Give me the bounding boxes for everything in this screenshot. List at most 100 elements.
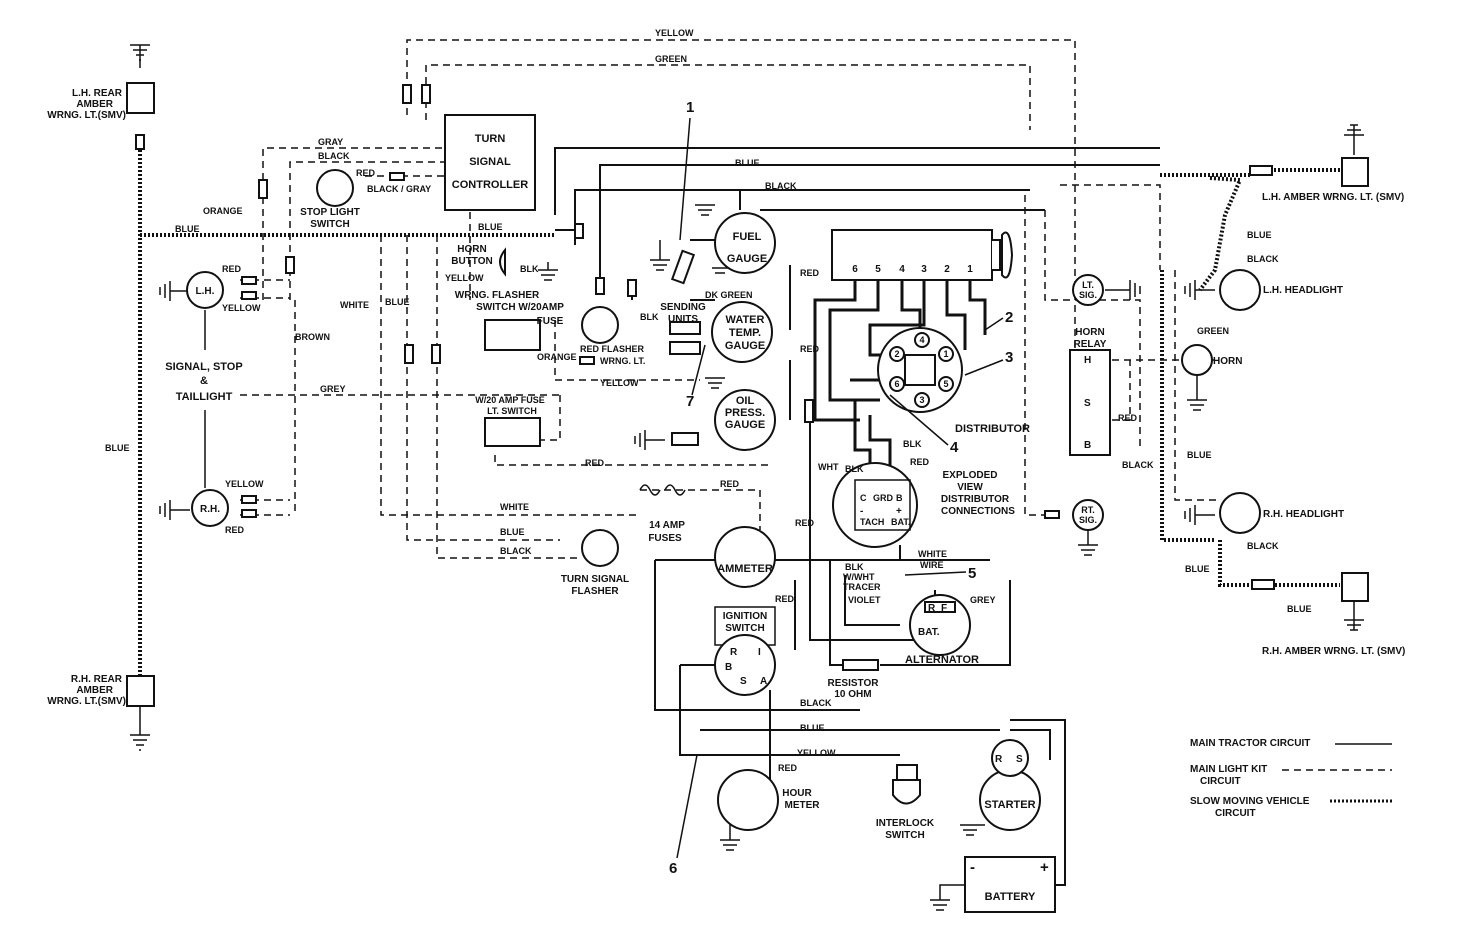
fuel-gauge <box>714 212 776 274</box>
lh-taillight-label: L.H. <box>196 286 215 297</box>
tsf-label-1: TURN SIGNAL <box>561 574 629 585</box>
dist-terminal-label-4: 4 <box>919 335 924 345</box>
oil-press-label-1: OIL <box>736 395 755 407</box>
water-temp-label-3: GAUGE <box>725 340 765 352</box>
rt-sig-label-2: SIG. <box>1079 515 1097 525</box>
flasher-switch-label-3: FUSE <box>537 316 564 327</box>
wire-label-blue-rt3: BLUE <box>1185 564 1210 574</box>
wire-label-black: BLACK <box>318 151 350 161</box>
exploded-label-3: DISTRIBUTOR <box>941 494 1010 505</box>
tach-b: B <box>896 493 903 503</box>
wrng-flasher-switch <box>484 319 541 351</box>
exploded-label-4: CONNECTIONS <box>941 506 1015 517</box>
wire-label-blue-2: BLUE <box>500 527 525 537</box>
callout-line <box>679 117 691 241</box>
interlock-switch-top <box>896 764 918 781</box>
tach-plus: + <box>896 506 902 517</box>
turn-signal-controller <box>444 114 536 211</box>
ground-icon <box>1344 600 1364 631</box>
rh-rear-amber-label-2: AMBER <box>76 685 113 696</box>
ignition-switch <box>714 634 776 696</box>
wire-label-dk-green: DK GREEN <box>705 290 753 300</box>
wire-label-gray: GRAY <box>318 137 343 147</box>
rh-taillight <box>191 489 229 527</box>
ground-icon <box>1105 280 1141 300</box>
wire-label-brown: BROWN <box>295 332 330 342</box>
callout-line <box>691 344 706 396</box>
ignition-terminal-i: I <box>758 647 761 658</box>
resistor-icon <box>241 291 257 300</box>
horn-relay-terminal-b: B <box>1084 440 1091 451</box>
lh-rear-amber-label-2: AMBER <box>76 99 113 110</box>
horn-relay-terminal-s: S <box>1084 398 1091 409</box>
dist-terminal-label-5: 5 <box>943 379 948 389</box>
interlock-label-1: INTERLOCK <box>876 818 935 829</box>
wire-label-red-amm: RED <box>795 518 815 528</box>
resistor-icon <box>627 279 637 297</box>
fuel-gauge-label-2: GAUGE <box>727 253 767 265</box>
wire-label-red-bottom: RED <box>585 458 605 468</box>
flasher-switch-label-2: SWITCH W/20AMP <box>476 302 564 313</box>
alternator-terminal-block <box>924 601 956 613</box>
sending-unit-fuel <box>670 249 696 285</box>
oil-press-label-2: PRESS. <box>725 407 765 419</box>
tsc-label-3: CONTROLLER <box>452 179 528 191</box>
dist-terminal-2 <box>889 346 905 362</box>
dist-terminal-5 <box>938 376 954 392</box>
horn-button-label-2: BUTTON <box>451 256 492 267</box>
ignition-terminal-b: B <box>725 662 732 673</box>
wire-label-orange: ORANGE <box>203 206 243 216</box>
ground-icon <box>1078 530 1098 556</box>
hour-meter <box>717 769 779 831</box>
wire-label-red-rh: RED <box>225 525 245 535</box>
engine-block <box>831 229 993 281</box>
dist-terminal-6 <box>889 376 905 392</box>
horn-relay-label-2: RELAY <box>1074 339 1107 350</box>
callout-line <box>964 359 1004 376</box>
lt-sig-lamp <box>1072 274 1104 306</box>
wire-label-wht: WHT <box>818 462 839 472</box>
tach-grd: GRD <box>873 493 894 503</box>
ammeter <box>714 526 776 588</box>
rh-rear-amber-label-1: R.H. REAR <box>71 674 123 685</box>
lt-switch-label-1: W/20 AMP FUSE <box>475 395 545 405</box>
callout-line <box>984 317 1004 331</box>
wire-label-yellow-flasher: YELLOW <box>445 273 484 283</box>
horn-relay-terminal-h: H <box>1084 355 1091 366</box>
ground-icon <box>720 820 740 851</box>
exploded-label-2: VIEW <box>957 482 983 493</box>
ignition-label-1: IGNITION <box>723 611 767 622</box>
ground-symbols <box>130 44 1364 911</box>
alt-terminal-bat: BAT. <box>918 627 940 638</box>
hour-meter-label-1: HOUR <box>782 788 812 799</box>
wire-label-blk-wht-1: BLK <box>845 562 864 572</box>
resistor-icon <box>241 495 257 504</box>
callouts: 1 2 3 4 5 6 7 <box>669 99 1013 877</box>
cylinder-3: 3 <box>921 264 927 275</box>
wire-label-white: WHITE <box>340 300 369 310</box>
resistor-icon <box>404 344 414 364</box>
smv-circuit <box>138 150 1340 675</box>
wire-label-red-lh1: RED <box>222 264 242 274</box>
oil-press-label-3: GAUGE <box>725 419 765 431</box>
horn-relay-label-1: HORN <box>1075 327 1104 338</box>
rh-taillight-label: R.H. <box>200 504 220 515</box>
battery-label: BATTERY <box>985 891 1036 903</box>
lt-sig-label-1: LT. <box>1082 280 1094 290</box>
lt-switch <box>484 417 541 447</box>
water-temp-gauge <box>711 301 773 363</box>
legend-smv-1: SLOW MOVING VEHICLE <box>1190 796 1310 807</box>
wire-label-blue-v: BLUE <box>385 297 410 307</box>
wire-label-black-ign: BLACK <box>800 698 832 708</box>
lh-headlight-label: L.H. HEADLIGHT <box>1263 285 1343 296</box>
wire-label-blue-left: BLUE <box>175 224 200 234</box>
wire-label-blue-top: BLUE <box>735 158 760 168</box>
signal-stop-label-3: TAILLIGHT <box>176 391 233 403</box>
wire-label-orange-2: ORANGE <box>537 352 577 362</box>
callout-6: 6 <box>669 860 677 877</box>
resistor-icon <box>1249 165 1273 176</box>
callout-3: 3 <box>1005 349 1013 366</box>
wire-label-red-dist: RED <box>910 457 930 467</box>
hour-meter-label-2: METER <box>785 800 821 811</box>
legend-main-tractor: MAIN TRACTOR CIRCUIT <box>1190 738 1310 749</box>
